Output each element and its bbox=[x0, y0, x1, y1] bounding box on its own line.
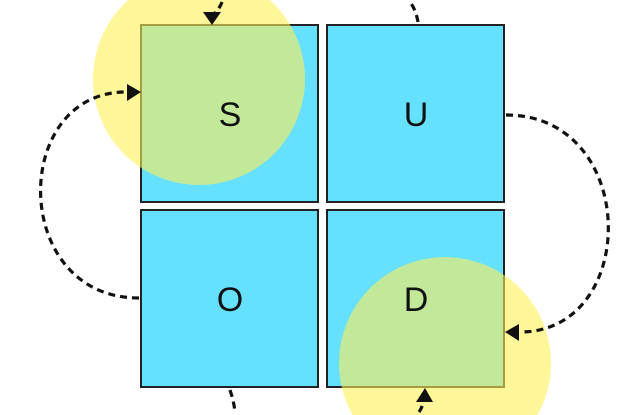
square-o bbox=[140, 209, 319, 388]
highlight-circle-s bbox=[93, 0, 305, 185]
label-s: S bbox=[219, 96, 242, 134]
label-o: O bbox=[217, 281, 243, 319]
arrow-from-o-bottom bbox=[228, 389, 237, 413]
square-u bbox=[326, 24, 505, 203]
arrow-into-s-top bbox=[203, 1, 224, 25]
highlight-circle-d bbox=[339, 257, 551, 415]
arrow-into-d-bottom bbox=[416, 388, 433, 413]
arrow-u-to-d bbox=[505, 113, 610, 341]
arrow-o-to-s bbox=[39, 84, 141, 300]
arrow-from-u-top bbox=[408, 1, 420, 23]
label-u: U bbox=[404, 96, 429, 134]
label-d: D bbox=[404, 281, 429, 319]
